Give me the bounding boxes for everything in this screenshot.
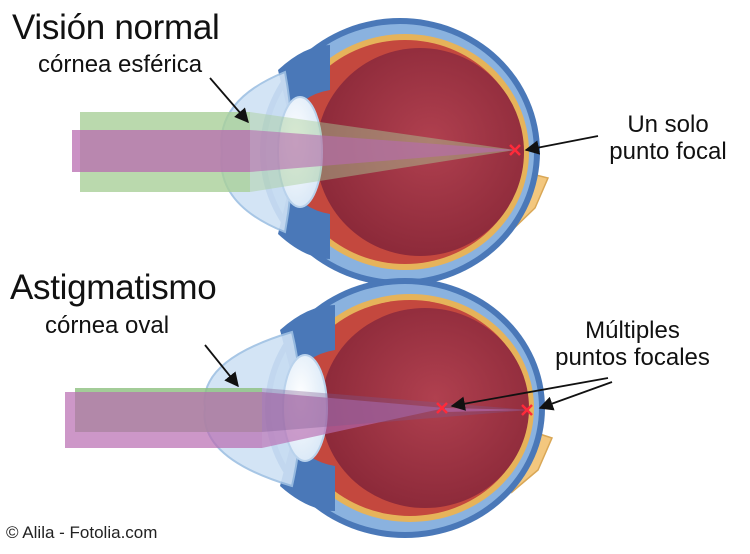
- normal-vision-title: Visión normal: [12, 10, 220, 45]
- single-focal-label-line1: Un solo: [598, 112, 738, 139]
- oval-cornea-label: córnea oval: [45, 314, 169, 338]
- purple-light-beam: [65, 392, 262, 448]
- single-focal-label-line2: punto focal: [598, 139, 738, 166]
- image-credit: © Alila - Fotolia.com: [6, 524, 157, 541]
- spherical-cornea-label: córnea esférica: [38, 53, 202, 77]
- multiple-focal-label-line2: puntos focales: [520, 345, 745, 372]
- multiple-focal-label-line1: Múltiples: [520, 318, 745, 345]
- purple-light-beam: [72, 130, 250, 172]
- focal-pointer-bottom-2: [540, 382, 612, 408]
- multiple-focal-label: Múltiples puntos focales: [520, 318, 745, 372]
- astigmatism-title: Astigmatismo: [10, 270, 216, 305]
- single-focal-label: Un solo punto focal: [598, 112, 738, 166]
